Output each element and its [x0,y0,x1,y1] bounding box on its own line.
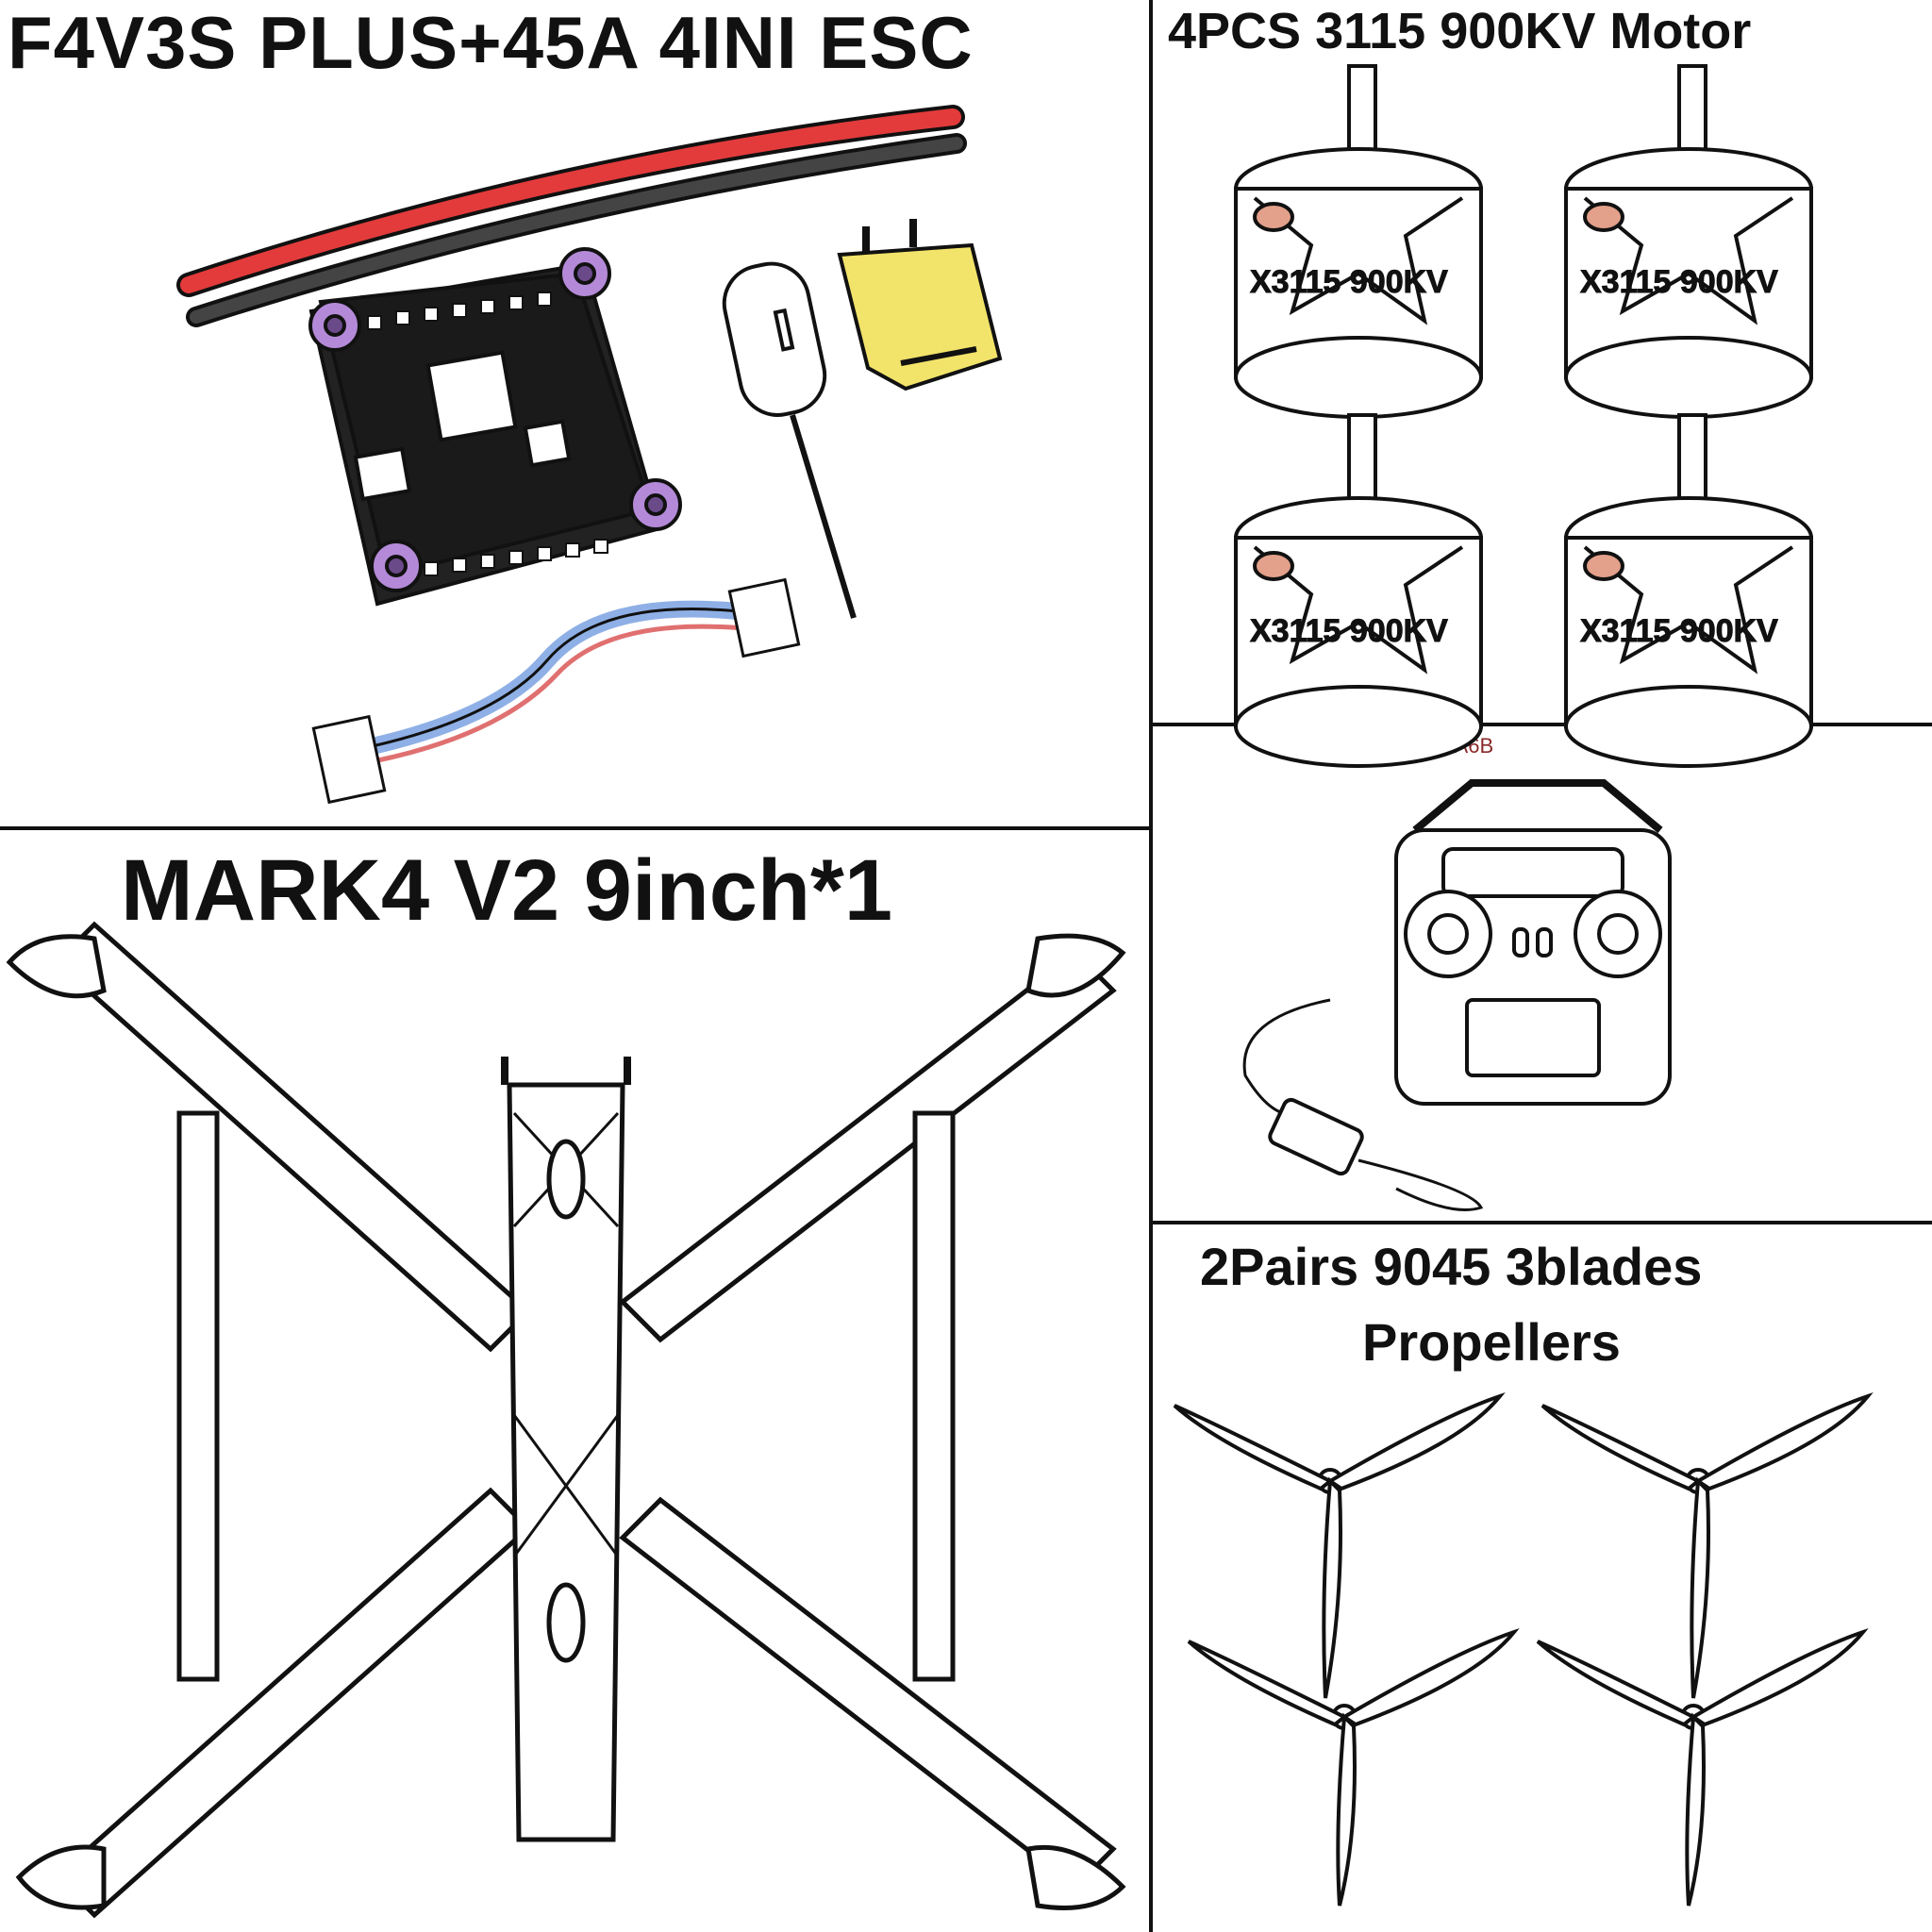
motor-icon: X3115 900KV [1564,64,1813,419]
ribbon-cable-icon [311,577,801,805]
propeller-panel-title-line1: 2Pairs 9045 3blades [1200,1237,1703,1296]
capacitor-icon [722,261,857,619]
frame-panel-art [6,921,1126,1919]
flight-controller-icon [308,247,682,607]
radio-panel-art [1242,779,1672,1211]
standoff-icon [308,247,682,592]
receiver-icon [1242,998,1484,1211]
motor-panel-title: 4PCS 3115 900KV Motor [1168,3,1752,59]
propeller-icon [1187,1627,1520,1907]
esc-panel-art [176,105,1003,805]
motor-panel-art: X3115 900KV X3115 900KV X3115 900KV [1234,64,1813,768]
power-wires-icon [176,105,967,327]
propeller-icon [1173,1391,1506,1699]
esc-panel-title: F4V3S PLUS+45A 4INI ESC [8,1,974,84]
frame-icon [6,921,1126,1919]
propeller-panel-art [1173,1391,1874,1907]
motor-label-text: X3115 900KV [1580,264,1778,300]
propeller-icon [1536,1627,1869,1907]
motor-icon: X3115 900KV [1234,413,1483,768]
propeller-panel-title-line2: Propellers [1362,1312,1621,1372]
xt60-connector-icon [837,219,1003,391]
propeller-icon [1541,1391,1874,1699]
motor-icon: X3115 900KV [1564,413,1813,768]
motor-label-text: X3115 900KV [1250,264,1448,300]
motor-label-text: X3115 900KV [1250,613,1448,649]
motor-icon: X3115 900KV [1234,64,1483,419]
motor-label-text: X3115 900KV [1580,613,1778,649]
frame-panel-title: MARK4 V2 9inch*1 [121,842,893,939]
transmitter-icon [1394,779,1672,1106]
